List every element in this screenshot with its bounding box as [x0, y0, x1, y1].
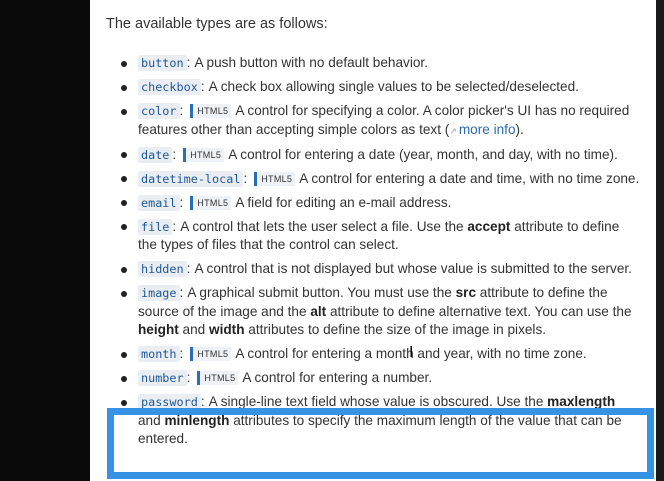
documentation-page: The available types are as follows: butt… — [90, 0, 664, 481]
description: A control for entering a number. — [242, 370, 433, 385]
type-name-button: button — [138, 55, 187, 71]
more-info-link[interactable]: more info — [458, 121, 516, 137]
type-name-image: image — [138, 285, 180, 301]
html5-badge: HTML5 — [197, 371, 239, 385]
attr-maxlength: maxlength — [547, 394, 616, 409]
list-item-hidden: hidden: A control that is not displayed … — [120, 260, 640, 279]
html5-badge: HTML5 — [183, 147, 225, 162]
description: A field for editing an e-mail address. — [235, 194, 452, 210]
html5-badge: HTML5 — [190, 347, 232, 361]
type-name-color: color — [138, 103, 180, 119]
list-item-file: file: A control that lets the user selec… — [120, 218, 640, 255]
intro-text: The available types are as follows: — [106, 16, 328, 32]
input-types-list: button: A push button with no default be… — [120, 54, 640, 454]
type-name-password: password — [138, 394, 201, 410]
type-name-number: number — [138, 370, 187, 386]
type-name-email: email — [138, 194, 180, 211]
html5-badge: HTML5 — [190, 195, 232, 210]
description: A control that is not displayed but whos… — [194, 261, 632, 276]
window-edge — [656, 0, 664, 481]
attr-alt: alt — [310, 303, 327, 319]
attr-accept: accept — [467, 218, 511, 234]
html5-badge: HTML5 — [254, 171, 296, 186]
attr-width: width — [209, 322, 245, 337]
type-name-date: date — [138, 146, 173, 163]
type-name-month: month — [138, 346, 180, 362]
type-name-hidden: hidden — [138, 261, 187, 277]
type-name-file: file — [138, 218, 173, 235]
attr-src: src — [455, 285, 477, 300]
type-name-checkbox: checkbox — [138, 79, 201, 95]
html5-badge: HTML5 — [190, 104, 232, 118]
description: A check box allowing single values to be… — [208, 79, 579, 94]
attr-minlength: minlength — [164, 412, 230, 428]
list-item-image: image: A graphical submit button. You mu… — [120, 284, 640, 340]
description: A control for specifying a color. A colo… — [138, 103, 630, 137]
attr-height: height — [138, 322, 179, 337]
text-cursor-icon: I — [409, 343, 414, 361]
description: A push button with no default behavior. — [194, 55, 428, 70]
type-name-datetime-local: datetime-local — [138, 170, 244, 187]
description: A control for entering a month and year,… — [235, 346, 587, 361]
list-item-password: password: A single-line text field whose… — [120, 393, 640, 449]
list-item-button: button: A push button with no default be… — [120, 54, 640, 73]
description: A control for entering a date (year, mon… — [228, 146, 618, 162]
external-link-icon: ↗ — [449, 125, 457, 136]
list-item-checkbox: checkbox: A check box allowing single va… — [120, 78, 640, 97]
description: A control for entering a date and time, … — [299, 170, 640, 186]
